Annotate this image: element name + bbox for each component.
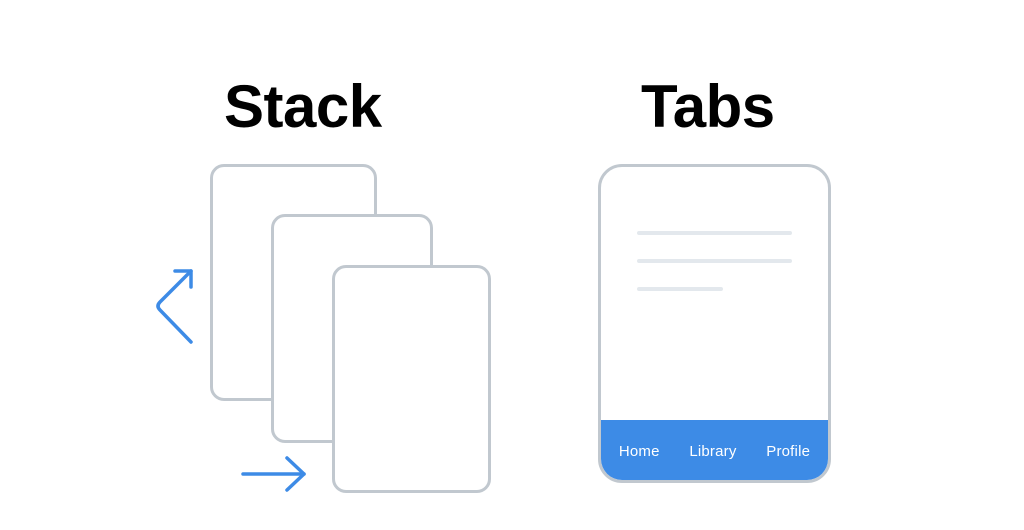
back-arrow-icon xyxy=(156,269,193,344)
stack-title: Stack xyxy=(224,73,382,140)
tabs-phone-frame: Home Library Profile xyxy=(598,164,831,483)
content-line xyxy=(637,231,792,235)
content-line xyxy=(637,259,792,263)
tab-home[interactable]: Home xyxy=(618,443,660,460)
tab-library[interactable]: Library xyxy=(689,443,737,460)
tabs-title: Tabs xyxy=(641,73,775,140)
tab-profile[interactable]: Profile xyxy=(766,443,811,460)
stack-card-front xyxy=(332,265,491,493)
forward-arrow-icon xyxy=(241,456,306,492)
tab-bar: Home Library Profile xyxy=(601,420,828,480)
content-line xyxy=(637,287,723,291)
